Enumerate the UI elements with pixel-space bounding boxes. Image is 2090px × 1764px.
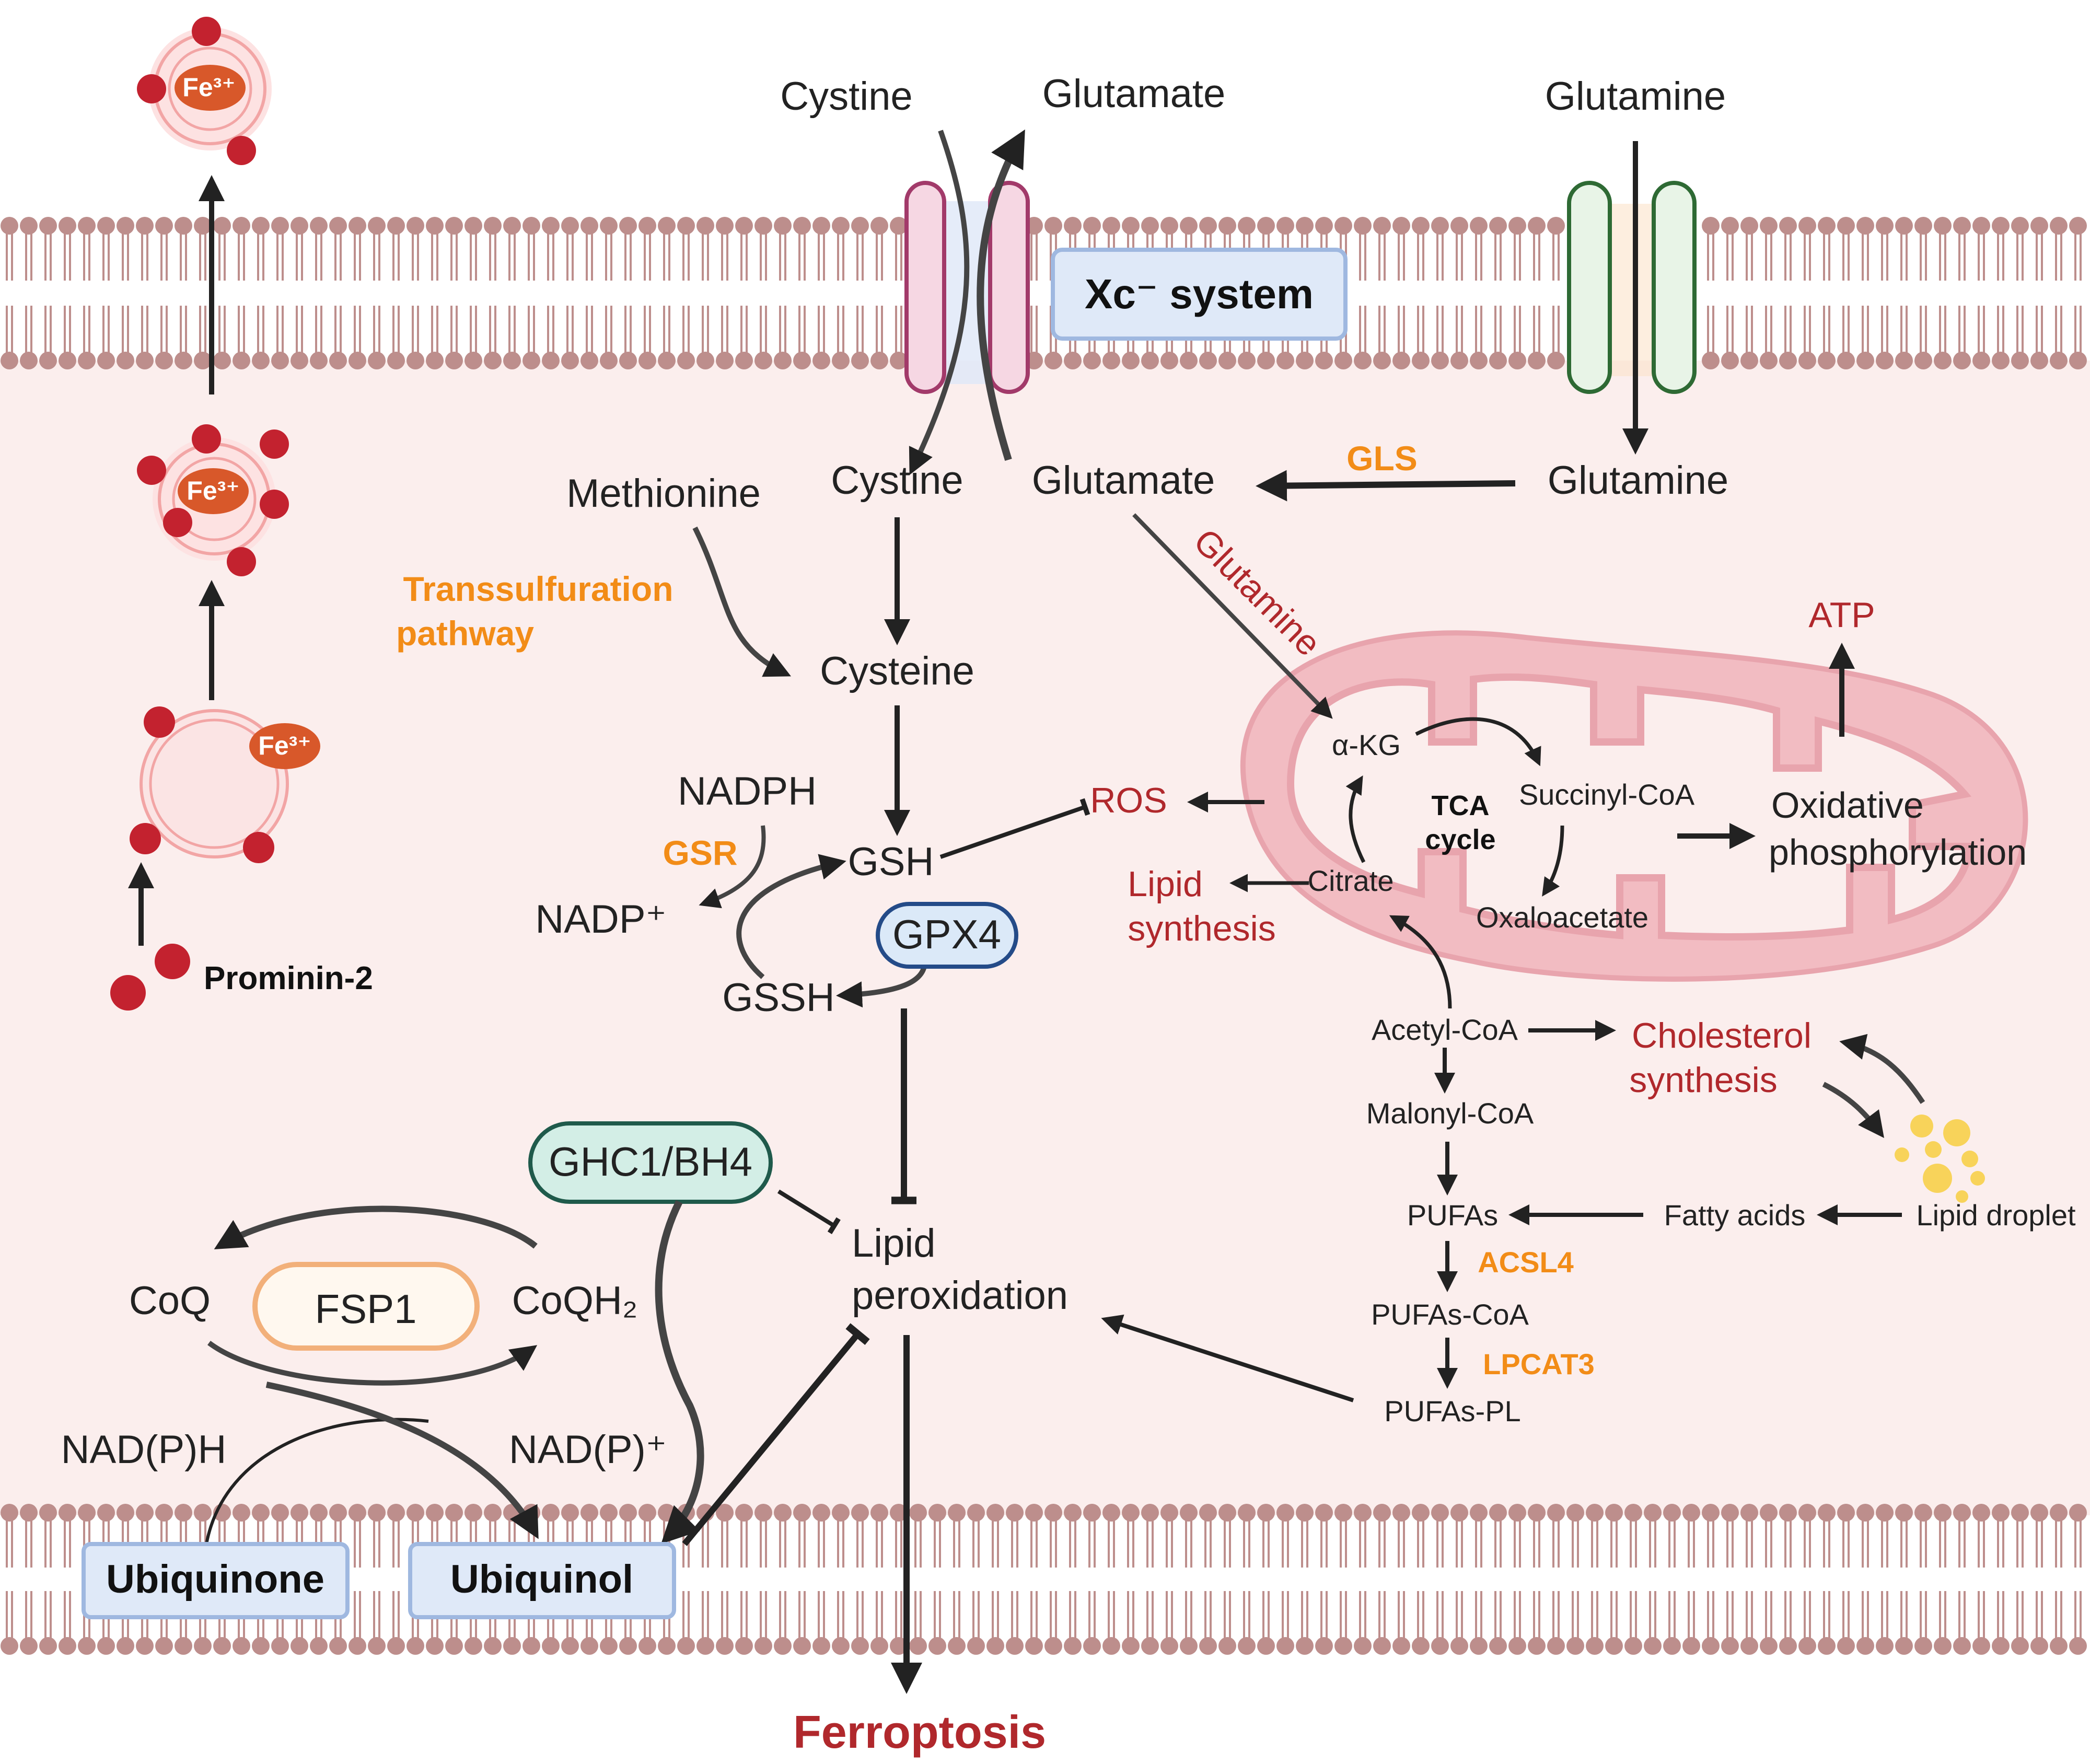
arrow-glutamate-to-akg <box>1132 513 1333 719</box>
glutamate-intracellular: Glutamate <box>1032 458 1215 503</box>
pufas-pl-label: PUFAs-PL <box>1384 1395 1520 1428</box>
ubiquinone-box: Ubiquinone <box>82 1542 350 1619</box>
lipid-perox-label-2: peroxidation <box>852 1273 1068 1318</box>
ros-label: ROS <box>1090 781 1167 820</box>
nadp-label: NADP⁺ <box>535 897 666 942</box>
arrow-methionine-to-cysteine <box>692 526 792 677</box>
citrate-label: Citrate <box>1308 864 1394 897</box>
arrow-cholesterol-to-droplet <box>1822 1082 1885 1138</box>
ferroptosis-label: Ferroptosis <box>793 1706 1046 1758</box>
tca-label-2: cycle <box>1425 824 1495 855</box>
ghc1-bh4-box: GHC1/BH4 <box>528 1121 773 1204</box>
ferritin-vesicle-bottom: Fe³⁺ <box>130 706 320 863</box>
gsr-enzyme: GSR <box>663 833 737 872</box>
arrow-glutamate-export <box>977 129 1025 461</box>
fe3-core-bottom <box>249 723 320 769</box>
extracellular-cystine: Cystine <box>780 74 912 119</box>
coqh2-label: CoQH₂ <box>512 1279 638 1323</box>
plasma-membrane-bottom <box>1 1504 2087 1655</box>
gpx4-label: GPX4 <box>892 911 1001 957</box>
glutamine-intracellular: Glutamine <box>1548 458 1728 503</box>
lipid-synthesis-1: Lipid <box>1128 864 1203 904</box>
acsl4-enzyme: ACSL4 <box>1478 1246 1574 1279</box>
plasma-membrane-top <box>1 217 2087 369</box>
lipid-perox-label-1: Lipid <box>852 1221 936 1266</box>
lipid-synthesis-2: synthesis <box>1128 909 1275 948</box>
cystine-intracellular: Cystine <box>831 458 963 503</box>
akg-label: α-KG <box>1332 728 1401 761</box>
mitochondrion <box>1240 630 2028 982</box>
xc-system-label: Xc⁻ system <box>1085 271 1314 317</box>
glutamine-transporter <box>1567 181 1697 394</box>
fe3-core-middle <box>178 468 249 514</box>
ubiquinol-box: Ubiquinol <box>408 1542 676 1619</box>
succinyl-label: Succinyl-CoA <box>1519 778 1695 811</box>
atp-label: ATP <box>1808 595 1875 635</box>
gls-enzyme: GLS <box>1346 439 1418 478</box>
inhibit-ubiquinol-perox <box>682 1323 870 1546</box>
inhibit-ghc1-perox <box>777 1189 841 1234</box>
fe3-label-middle: Fe³⁺ <box>187 476 239 505</box>
arrow-pufaspl-to-perox <box>1101 1314 1354 1402</box>
fe3-core-top <box>175 65 246 111</box>
fe3-label-bottom: Fe³⁺ <box>258 731 311 760</box>
arrow-nadph-to-nadp <box>699 825 766 909</box>
arrow-droplet-to-cholesterol <box>1839 1034 1925 1104</box>
oxphos-label-2: phosphorylation <box>1769 832 2027 873</box>
xc-transporter <box>904 181 1030 394</box>
ubiquinol-label: Ubiquinol <box>450 1557 633 1601</box>
lipid-droplet-label: Lipid droplet <box>1916 1199 2076 1232</box>
cysteine-label: Cysteine <box>820 649 974 693</box>
prominin-label: Prominin-2 <box>204 960 373 996</box>
nadph-label: NADPH <box>678 769 817 814</box>
gpx4-enzyme: GPX4 <box>876 902 1018 969</box>
fsp1-label: FSP1 <box>315 1286 416 1332</box>
arrow-akg-to-succinyl <box>1415 717 1541 767</box>
arrow-citrate-to-akg <box>1345 775 1366 863</box>
ferritin-particle-top: Fe³⁺ <box>137 17 272 165</box>
gssh-label: GSSH <box>722 976 834 1020</box>
arrow-coqh2-to-coq <box>214 1205 538 1250</box>
oxphos-label-1: Oxidative <box>1771 785 1924 826</box>
extracellular-glutamate: Glutamate <box>1042 72 1226 116</box>
inhibit-gsh-ros <box>939 798 1090 859</box>
arrow-ubiquinone-to-ubiquinol <box>265 1382 539 1539</box>
xc-system-box: Xc⁻ system <box>1051 248 1348 341</box>
fsp1-enzyme: FSP1 <box>252 1262 480 1351</box>
oxaloacetate-label: Oxaloacetate <box>1476 901 1648 934</box>
nadph-fsp1-label: NAD(P)H <box>61 1428 227 1472</box>
fe3-label-top: Fe³⁺ <box>182 73 235 102</box>
cholesterol-label-1: Cholesterol <box>1632 1016 1812 1055</box>
pufas-label: PUFAs <box>1407 1199 1498 1232</box>
fatty-acids-label: Fatty acids <box>1664 1199 1806 1232</box>
arrow-cystine-import <box>909 130 970 475</box>
cholesterol-label-2: synthesis <box>1629 1060 1777 1100</box>
ferritin-particle-middle: Fe³⁺ <box>137 424 289 576</box>
lipid-droplet-icon <box>1895 1115 1985 1203</box>
lpcat3-enzyme: LPCAT3 <box>1483 1348 1595 1380</box>
arrow-acetyl-to-oxaloacetate <box>1389 915 1452 1009</box>
arrow-ghc1-to-ubiquinol <box>655 1200 704 1544</box>
arrow-gls <box>1256 470 1516 502</box>
tca-label-1: TCA <box>1432 790 1490 821</box>
nadp-fsp1-label: NAD(P)⁺ <box>509 1428 667 1472</box>
malonyl-label: Malonyl-CoA <box>1366 1097 1534 1130</box>
pufas-coa-label: PUFAs-CoA <box>1371 1298 1529 1331</box>
transsulfuration-label-1: Transsulfuration <box>403 570 673 608</box>
coq-label: CoQ <box>129 1279 211 1323</box>
ghc1-label: GHC1/BH4 <box>549 1139 752 1185</box>
arrow-gssh-to-gsh <box>736 854 846 979</box>
arrow-coq-to-coqh2 <box>207 1340 538 1386</box>
gsh-label: GSH <box>848 840 934 884</box>
iron-particles-free <box>110 944 190 1011</box>
arrow-succinyl-to-oxaloacetate <box>1542 825 1564 897</box>
transsulfuration-label-2: pathway <box>396 614 534 653</box>
ubiquinone-label: Ubiquinone <box>106 1557 324 1601</box>
extracellular-glutamine: Glutamine <box>1545 74 1726 119</box>
methionine-label: Methionine <box>566 471 761 516</box>
acetyl-coa-label: Acetyl-CoA <box>1372 1013 1518 1046</box>
